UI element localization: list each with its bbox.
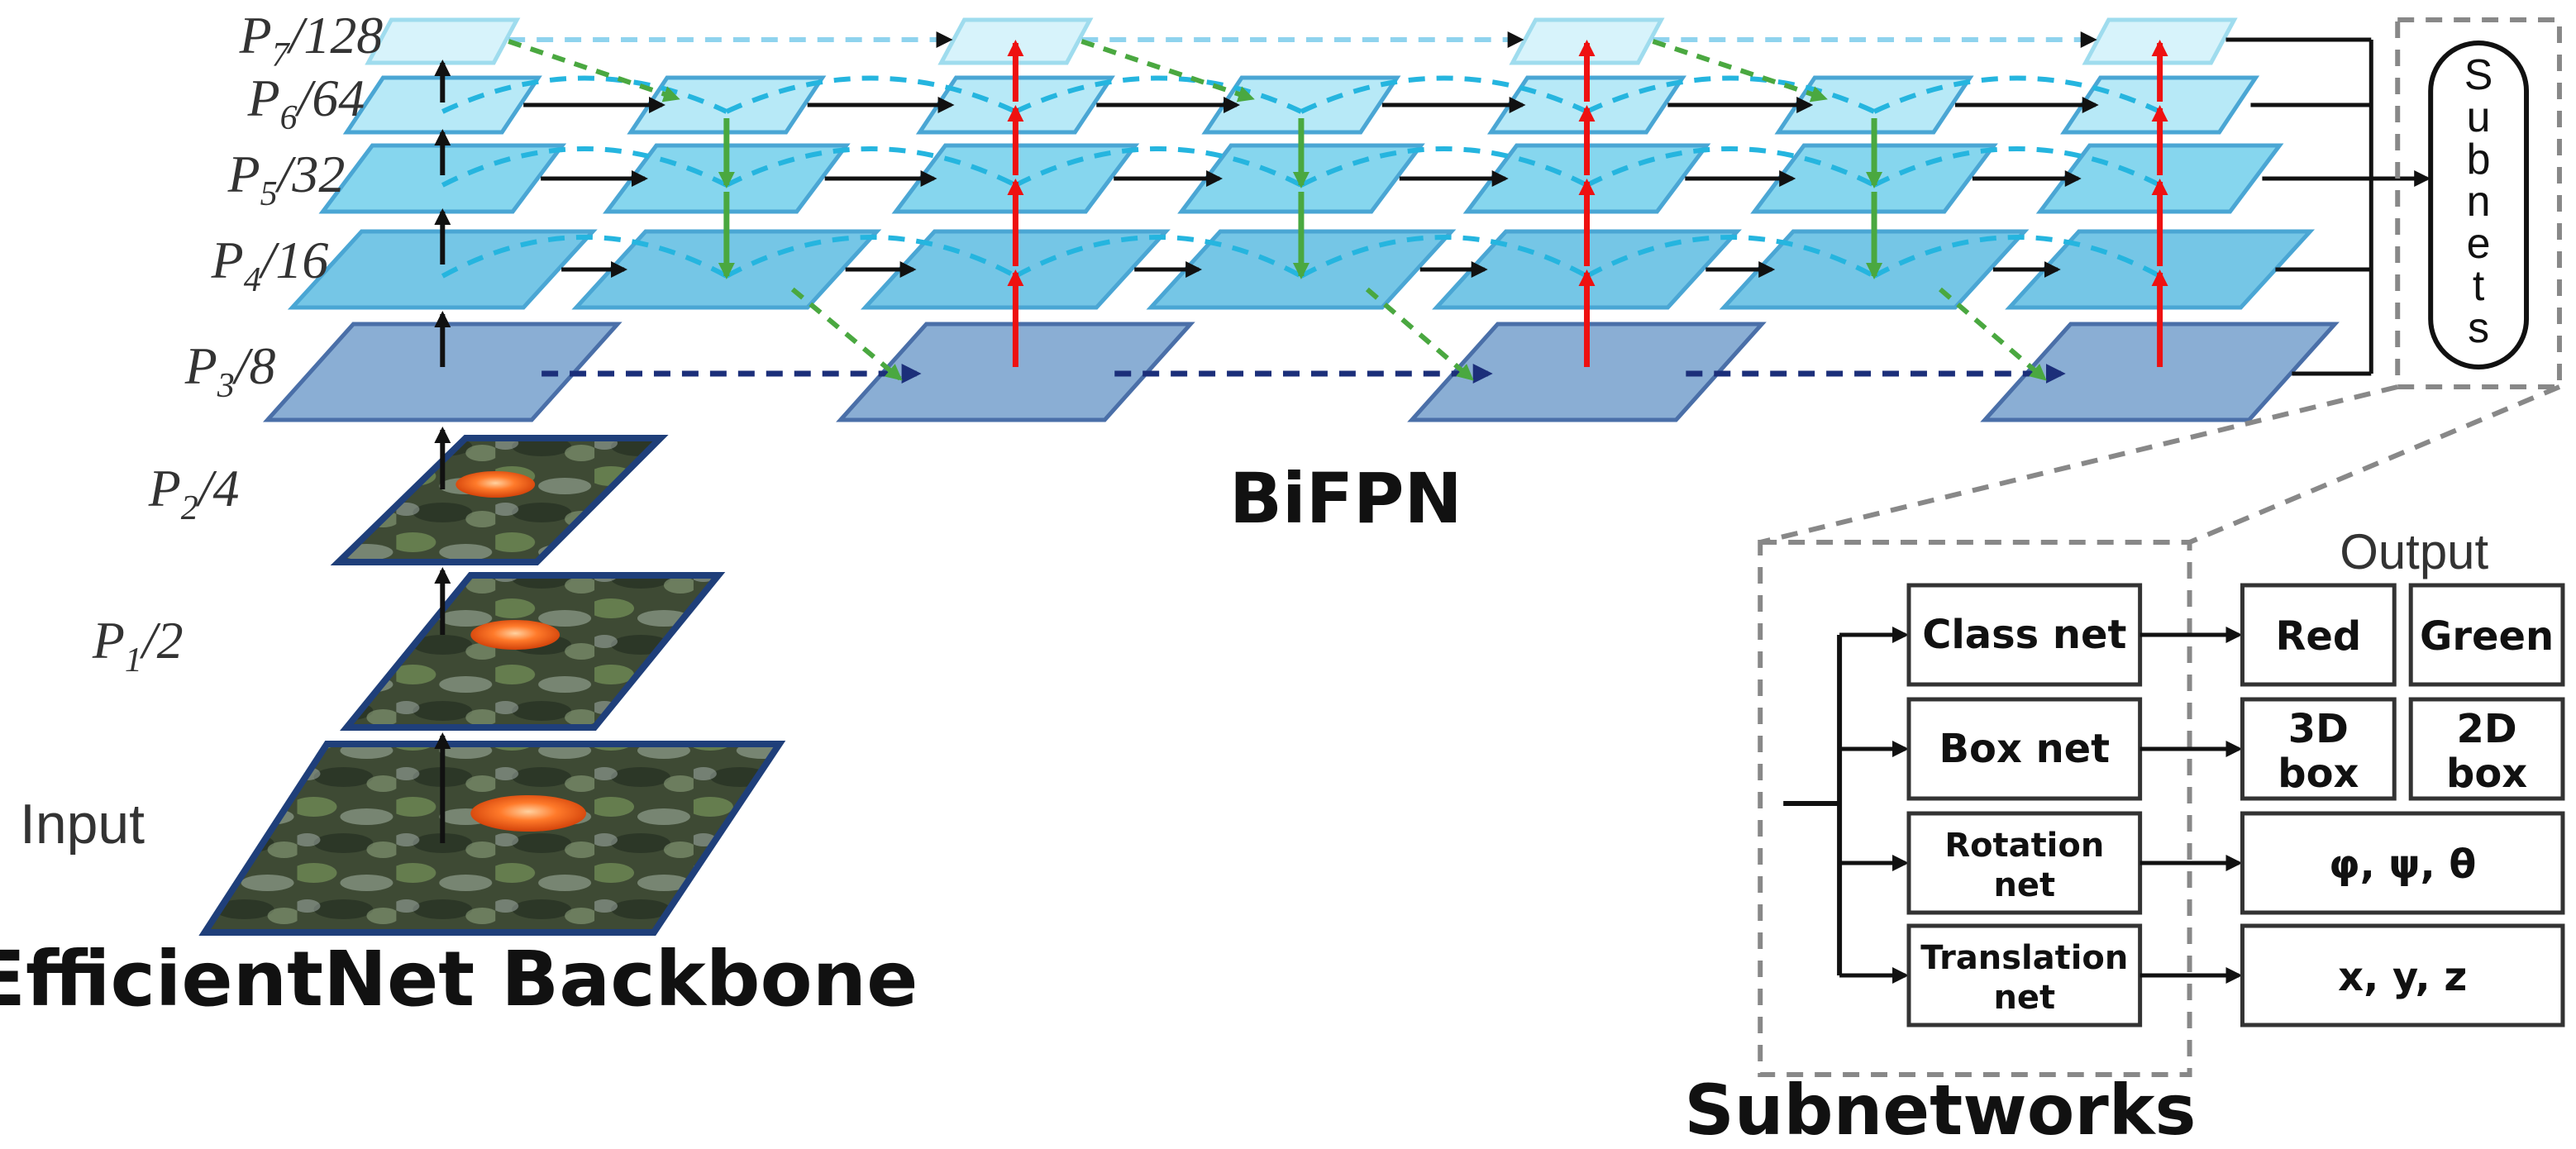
output-box-3-1 — [2240, 811, 2565, 915]
subnet-label-3-line2: net — [1994, 866, 2056, 904]
bifpn-output-lines — [2225, 37, 2431, 376]
subnets-letter-1: S — [2464, 51, 2493, 99]
output-label-1-1: Red — [2275, 613, 2361, 660]
fruit-highlights — [456, 471, 587, 832]
output-label-4-1: x, y, z — [2338, 954, 2467, 1000]
fruit-input — [470, 795, 587, 832]
zoom-line-right — [2188, 384, 2561, 545]
plane-col3-p3 — [836, 322, 1195, 422]
subnet-label-4: Translation — [1920, 939, 2128, 977]
fruit-p1 — [470, 620, 561, 650]
level-label-p2: P2/4 — [148, 459, 240, 527]
lateral-arrows — [523, 97, 2099, 278]
output-label-2-2-line2: box — [2446, 751, 2527, 797]
fruit-p2 — [456, 471, 536, 498]
skip-connections — [441, 31, 2162, 279]
subnets-letter-4: n — [2467, 178, 2491, 226]
subnetworks-frame — [1758, 540, 2192, 1077]
output-label: Output — [2340, 524, 2488, 579]
output-box-4-1 — [2240, 923, 2565, 1027]
skip-arc-p4-6 — [1872, 235, 2162, 279]
plane-col7-p3 — [1980, 322, 2340, 422]
p1-feature-plane — [340, 572, 726, 731]
subnets-letter-2: u — [2467, 93, 2491, 141]
down-diag-top-3 — [1652, 39, 1828, 103]
skip-arc-p4-1 — [441, 235, 728, 279]
level-label-p1: P1/2 — [92, 611, 184, 679]
skip-arc-p6-4 — [1300, 75, 1588, 114]
subnet-label-2: Box net — [1939, 726, 2111, 772]
output-box-1-2 — [2408, 583, 2565, 687]
skip-arc-p5-4 — [1300, 146, 1588, 188]
skip-arc-p4-4 — [1300, 235, 1588, 279]
down-diag-top-2 — [1080, 39, 1255, 103]
subnets-letter-5: e — [2467, 220, 2491, 268]
subnet-box-2 — [1906, 697, 2143, 801]
output-box-2-2 — [2408, 697, 2565, 801]
plane-col1-p6 — [342, 75, 542, 135]
output-label-2-1: 3D — [2288, 706, 2349, 752]
subnet-box-1 — [1906, 583, 2143, 687]
output-label-1-2: Green — [2420, 613, 2554, 660]
skip-arc-p6-2 — [725, 75, 1017, 114]
level-label-p6: P6/64 — [247, 69, 365, 137]
level-label-p3: P3/8 — [184, 336, 276, 405]
subnet-label-3: Rotation — [1944, 827, 2104, 865]
subnets-letter-6: t — [2473, 262, 2485, 310]
skip-arc-p5-3 — [1014, 146, 1303, 188]
bifpn-title: BiFPN — [1229, 458, 1462, 539]
skip-arc-p5-5 — [1586, 146, 1876, 188]
top-down-arrows — [508, 39, 2047, 381]
down-diag-bottom-1 — [790, 287, 903, 381]
skip-arc-p5-6 — [1872, 146, 2161, 188]
output-label-2-1-line2: box — [2278, 751, 2359, 797]
level-label-p5: P5/32 — [227, 145, 346, 213]
input-label: Input — [20, 793, 145, 856]
backbone-image-planes — [198, 435, 786, 936]
subnet-box-4 — [1906, 923, 2143, 1027]
input-image-plane — [198, 741, 786, 936]
subnets-letter-7: s — [2468, 304, 2489, 352]
level-label-p7: P7/128 — [239, 6, 384, 74]
subnet-label-4-line2: net — [1994, 979, 2056, 1017]
skip-arc-p6-1 — [441, 75, 728, 114]
skip-arc-p4-2 — [725, 235, 1017, 279]
level-label-p4: P4/16 — [211, 231, 329, 299]
skip-arc-p4-3 — [1014, 235, 1303, 279]
skip-arc-p5-2 — [725, 146, 1017, 188]
plane-col5-p3 — [1407, 322, 1767, 422]
subnetworks-title: Subnetworks — [1684, 1070, 2196, 1149]
output-box-2-1 — [2240, 697, 2397, 801]
bottom-up-arrows — [1007, 40, 2168, 367]
subnets-zoom-frame — [2395, 17, 2562, 389]
plane-col1-p7 — [365, 17, 521, 65]
skip-arc-p4-5 — [1586, 235, 1876, 279]
output-label-3-1: φ, ψ, θ — [2329, 841, 2476, 888]
down-diag-top-1 — [508, 39, 680, 103]
zoom-line-left — [1759, 384, 2398, 545]
output-box-1-1 — [2240, 583, 2397, 687]
skip-arc-p5-1 — [441, 146, 728, 188]
output-label-2-2: 2D — [2457, 706, 2517, 752]
p2-feature-plane — [330, 435, 669, 565]
skip-arc-p6-6 — [1872, 75, 2161, 114]
skip-arc-p6-5 — [1586, 75, 1876, 114]
backbone-title: EfficientNet Backbone — [0, 935, 918, 1023]
plane-col1-p4 — [287, 229, 598, 310]
subnets-letter-3: b — [2467, 136, 2491, 184]
skip-arc-p6-3 — [1014, 75, 1303, 114]
subnet-label-1: Class net — [1922, 612, 2126, 658]
plane-col1-p3 — [262, 322, 623, 422]
